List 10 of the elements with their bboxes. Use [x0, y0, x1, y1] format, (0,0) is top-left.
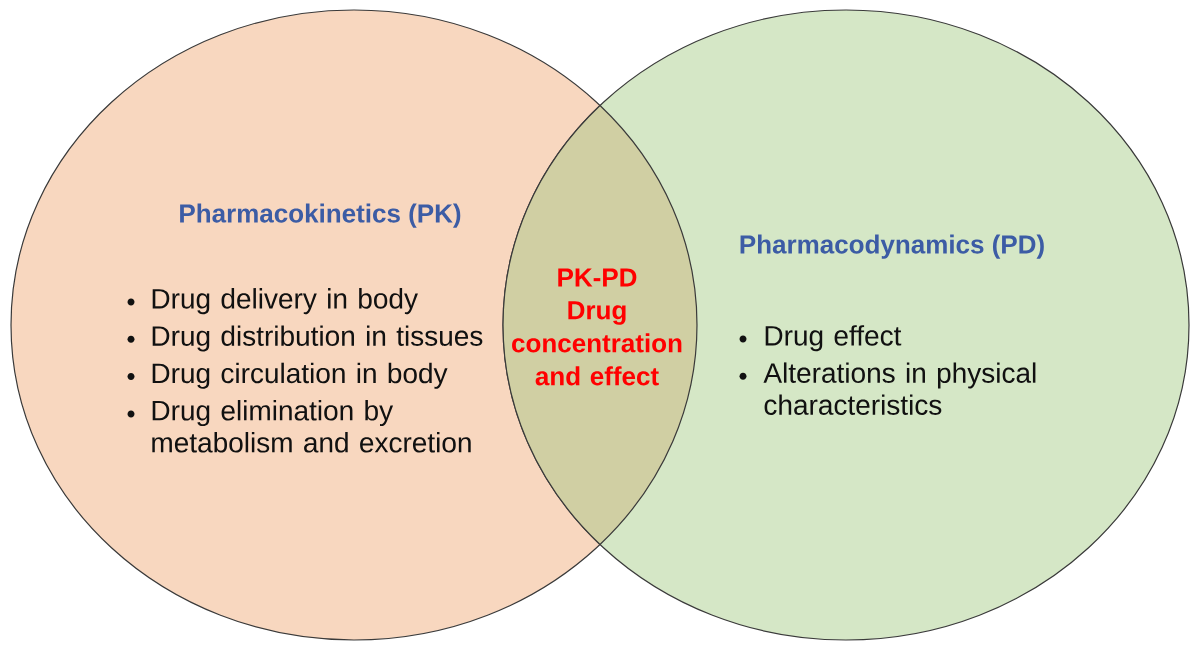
overlap-heading: PK-PD [558, 268, 637, 287]
list-item: Drug effect [765, 325, 902, 352]
overlap-text: Drug concentration and effect [512, 301, 682, 386]
list-item: Drug distribution in tissues [152, 325, 483, 352]
list-item: Drug delivery in body [152, 288, 418, 315]
list-item: Drug circulation in body [152, 362, 448, 389]
list-item: Drug elimination by metabolism and excretion [152, 400, 471, 453]
heading: Pharmacodynamics (PD) [740, 234, 1044, 259]
heading: Pharmacokinetics (PK) [180, 203, 461, 228]
list-item: Alterations in physical characteristics [763, 362, 1036, 415]
